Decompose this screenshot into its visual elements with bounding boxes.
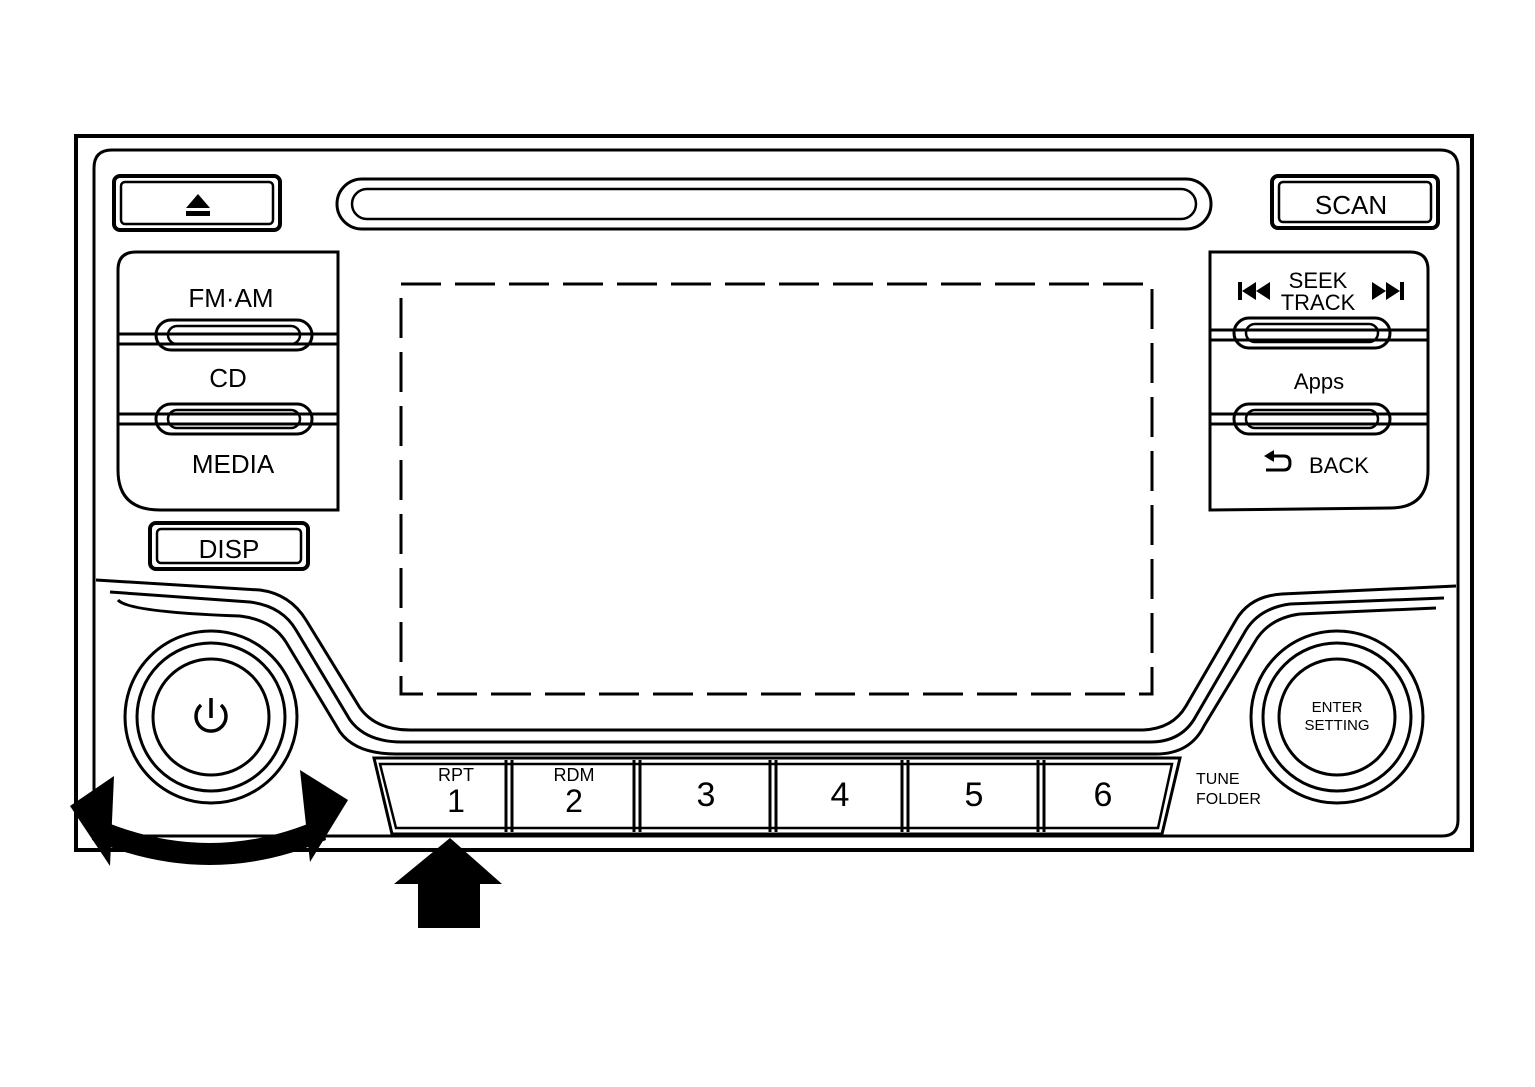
- preset-button-5[interactable]: 5: [900, 760, 984, 832]
- track-label[interactable]: TRACK: [1281, 290, 1356, 315]
- seek-label[interactable]: SEEK: [1289, 268, 1348, 293]
- setting-label: SETTING: [1304, 717, 1369, 734]
- preset-number: 5: [965, 776, 984, 814]
- preset-button-3[interactable]: 3: [632, 760, 716, 832]
- tune-label: TUNE: [1196, 771, 1240, 788]
- eject-button[interactable]: [112, 174, 282, 232]
- folder-label: FOLDER: [1196, 791, 1261, 808]
- apps-button[interactable]: Apps: [1294, 369, 1344, 394]
- display-screen: [399, 282, 1154, 696]
- enter-setting-knob[interactable]: ENTER SETTING: [1249, 629, 1425, 805]
- bezel-contour: [95, 578, 1457, 756]
- preset-number: 4: [831, 776, 850, 814]
- preset-number: 2: [565, 783, 583, 819]
- seek-next-icon: [1372, 282, 1404, 300]
- back-button[interactable]: BACK: [1309, 453, 1369, 478]
- preset-number: 3: [697, 776, 716, 814]
- media-button[interactable]: MEDIA: [192, 449, 275, 479]
- enter-label: ENTER: [1312, 699, 1363, 716]
- disp-label: DISP: [199, 534, 260, 564]
- fm-am-button[interactable]: FM·AM: [188, 283, 273, 313]
- preset-number: 6: [1094, 776, 1113, 814]
- preset-button-4[interactable]: 4: [768, 760, 850, 832]
- cd-button[interactable]: CD: [209, 363, 247, 393]
- disp-button[interactable]: DISP: [148, 521, 310, 571]
- rotate-double-arrow: [70, 770, 348, 866]
- eject-icon: [186, 194, 210, 216]
- back-icon: [1264, 450, 1292, 472]
- preset-button-6[interactable]: 6: [1036, 760, 1113, 832]
- right-control-buttons: SEEK TRACK Apps BACK: [1208, 250, 1430, 512]
- inner-bezel: [92, 148, 1460, 838]
- cd-slot: [335, 177, 1213, 231]
- seek-prev-icon: [1238, 282, 1270, 300]
- power-volume-knob[interactable]: [123, 629, 299, 805]
- pointer-arrow: [394, 838, 502, 928]
- scan-label: SCAN: [1315, 190, 1387, 220]
- outer-frame: [74, 134, 1474, 852]
- preset-sub-label: RDM: [554, 765, 595, 785]
- preset-number: 1: [447, 783, 465, 819]
- left-source-buttons: FM·AM CD MEDIA: [116, 250, 340, 512]
- scan-button[interactable]: SCAN: [1270, 174, 1440, 230]
- preset-sub-label: RPT: [438, 765, 474, 785]
- power-icon: [194, 698, 228, 733]
